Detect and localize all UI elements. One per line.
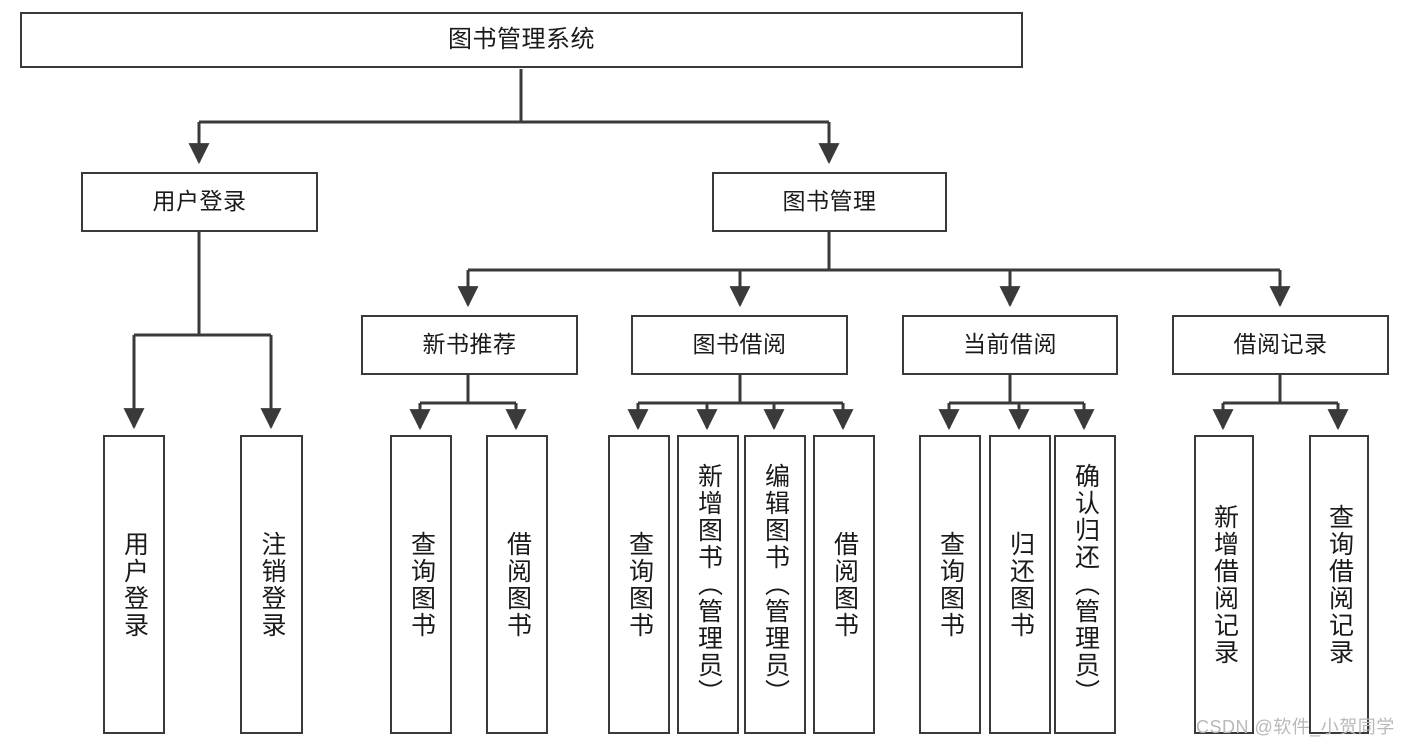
node-label: 图书管理系统 — [448, 25, 595, 53]
node-user-login[interactable]: 用户登录 — [81, 172, 318, 232]
node-label: 图书借阅 — [692, 331, 787, 358]
node-current-borrow[interactable]: 当前借阅 — [902, 315, 1118, 375]
leaf-user-login-login[interactable]: 用户登录 — [103, 435, 165, 734]
node-label: 编辑图书（管理员） — [761, 463, 790, 706]
leaf-current-confirm-return-admin[interactable]: 确认归还（管理员） — [1054, 435, 1116, 734]
node-new-book-recommend[interactable]: 新书推荐 — [361, 315, 578, 375]
node-label: 新增借阅记录 — [1210, 503, 1239, 666]
node-label: 新书推荐 — [422, 331, 517, 358]
node-root-system[interactable]: 图书管理系统 — [20, 12, 1023, 68]
leaf-current-query-book[interactable]: 查询图书 — [919, 435, 981, 734]
leaf-record-add[interactable]: 新增借阅记录 — [1194, 435, 1254, 734]
leaf-borrow-query-book[interactable]: 查询图书 — [608, 435, 670, 734]
watermark-csdn: CSDN @软件_小贺同学 — [1196, 717, 1395, 737]
node-book-management[interactable]: 图书管理 — [712, 172, 947, 232]
node-label: 注销登录 — [258, 530, 286, 639]
node-label: 查询图书 — [407, 530, 436, 639]
node-book-borrow[interactable]: 图书借阅 — [631, 315, 848, 375]
node-label: 确认归还（管理员） — [1071, 463, 1100, 706]
leaf-new-book-query[interactable]: 查询图书 — [390, 435, 452, 734]
node-label: 查询图书 — [936, 530, 965, 639]
node-borrow-record[interactable]: 借阅记录 — [1172, 315, 1389, 375]
node-label: 用户登录 — [152, 188, 247, 215]
node-label: 借阅图书 — [830, 530, 859, 639]
leaf-borrow-borrow-book[interactable]: 借阅图书 — [813, 435, 875, 734]
node-label: 用户登录 — [120, 530, 149, 639]
node-label: 查询借阅记录 — [1325, 503, 1354, 666]
leaf-borrow-edit-book-admin[interactable]: 编辑图书（管理员） — [744, 435, 806, 734]
node-label: 图书管理 — [782, 188, 877, 215]
node-label: 当前借阅 — [963, 331, 1057, 358]
node-label: 借阅图书 — [503, 530, 532, 639]
node-label: 新增图书（管理员） — [694, 463, 723, 706]
leaf-borrow-add-book-admin[interactable]: 新增图书（管理员） — [677, 435, 739, 734]
leaf-current-return-book[interactable]: 归还图书 — [989, 435, 1051, 734]
node-label: 查询图书 — [625, 530, 654, 639]
leaf-new-book-borrow[interactable]: 借阅图书 — [486, 435, 548, 734]
leaf-record-query[interactable]: 查询借阅记录 — [1309, 435, 1369, 734]
node-label: 归还图书 — [1006, 530, 1035, 639]
node-label: 借阅记录 — [1233, 331, 1328, 358]
leaf-user-login-logout[interactable]: 注销登录 — [240, 435, 303, 734]
